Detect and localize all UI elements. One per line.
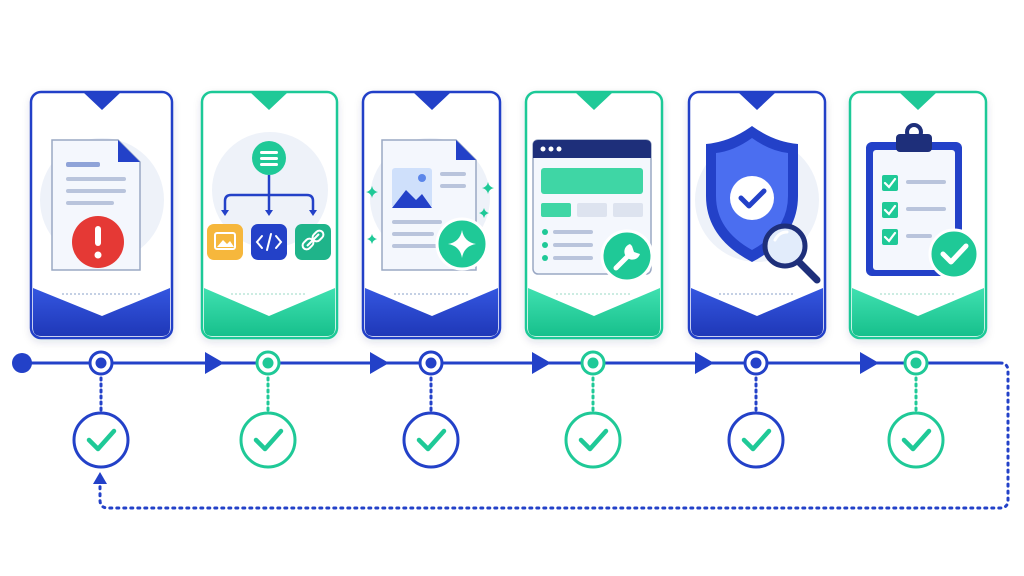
timeline-arrow-icon: [370, 352, 389, 374]
webpage-wrench-icon: [532, 139, 654, 283]
timeline-arrow-icon: [205, 352, 224, 374]
document-sparkle-icon: [366, 138, 494, 271]
document-error-icon: [40, 138, 164, 271]
step-card-3: [361, 90, 502, 469]
check-circle-icon: [564, 411, 622, 469]
check-circle-icon: [402, 411, 460, 469]
step-card-1: [29, 90, 174, 469]
card-notch: [900, 93, 936, 110]
check-circle-icon: [239, 411, 297, 469]
timeline-arrow-icon: [532, 352, 551, 374]
timeline: [12, 352, 1010, 510]
card-notch: [84, 93, 120, 110]
card-notch: [576, 93, 612, 110]
clipboard-checklist-icon: [866, 123, 980, 280]
timeline-arrow-icon: [695, 352, 714, 374]
step-card-5: [687, 90, 827, 469]
step-card-4: [524, 90, 664, 469]
check-circle-icon: [727, 411, 785, 469]
card-footer: [691, 288, 823, 336]
content-tree-icon: [207, 132, 331, 260]
step-card-2: [200, 90, 339, 469]
start-dot-icon: [12, 353, 32, 373]
loop-back-path: [98, 361, 1010, 510]
card-notch: [739, 93, 775, 110]
card-notch: [251, 93, 287, 110]
card-footer: [204, 288, 335, 336]
step-card-6: [848, 90, 988, 469]
card-footer: [528, 288, 660, 336]
card-notch: [414, 93, 450, 110]
check-circle-icon: [72, 411, 130, 469]
timeline-arrow-icon: [860, 352, 879, 374]
card-footer: [852, 288, 984, 336]
loop-back-arrow-icon: [93, 472, 107, 484]
card-footer: [33, 288, 170, 336]
card-footer: [365, 288, 498, 336]
shield-search-icon: [695, 126, 821, 284]
check-circle-icon: [887, 411, 945, 469]
